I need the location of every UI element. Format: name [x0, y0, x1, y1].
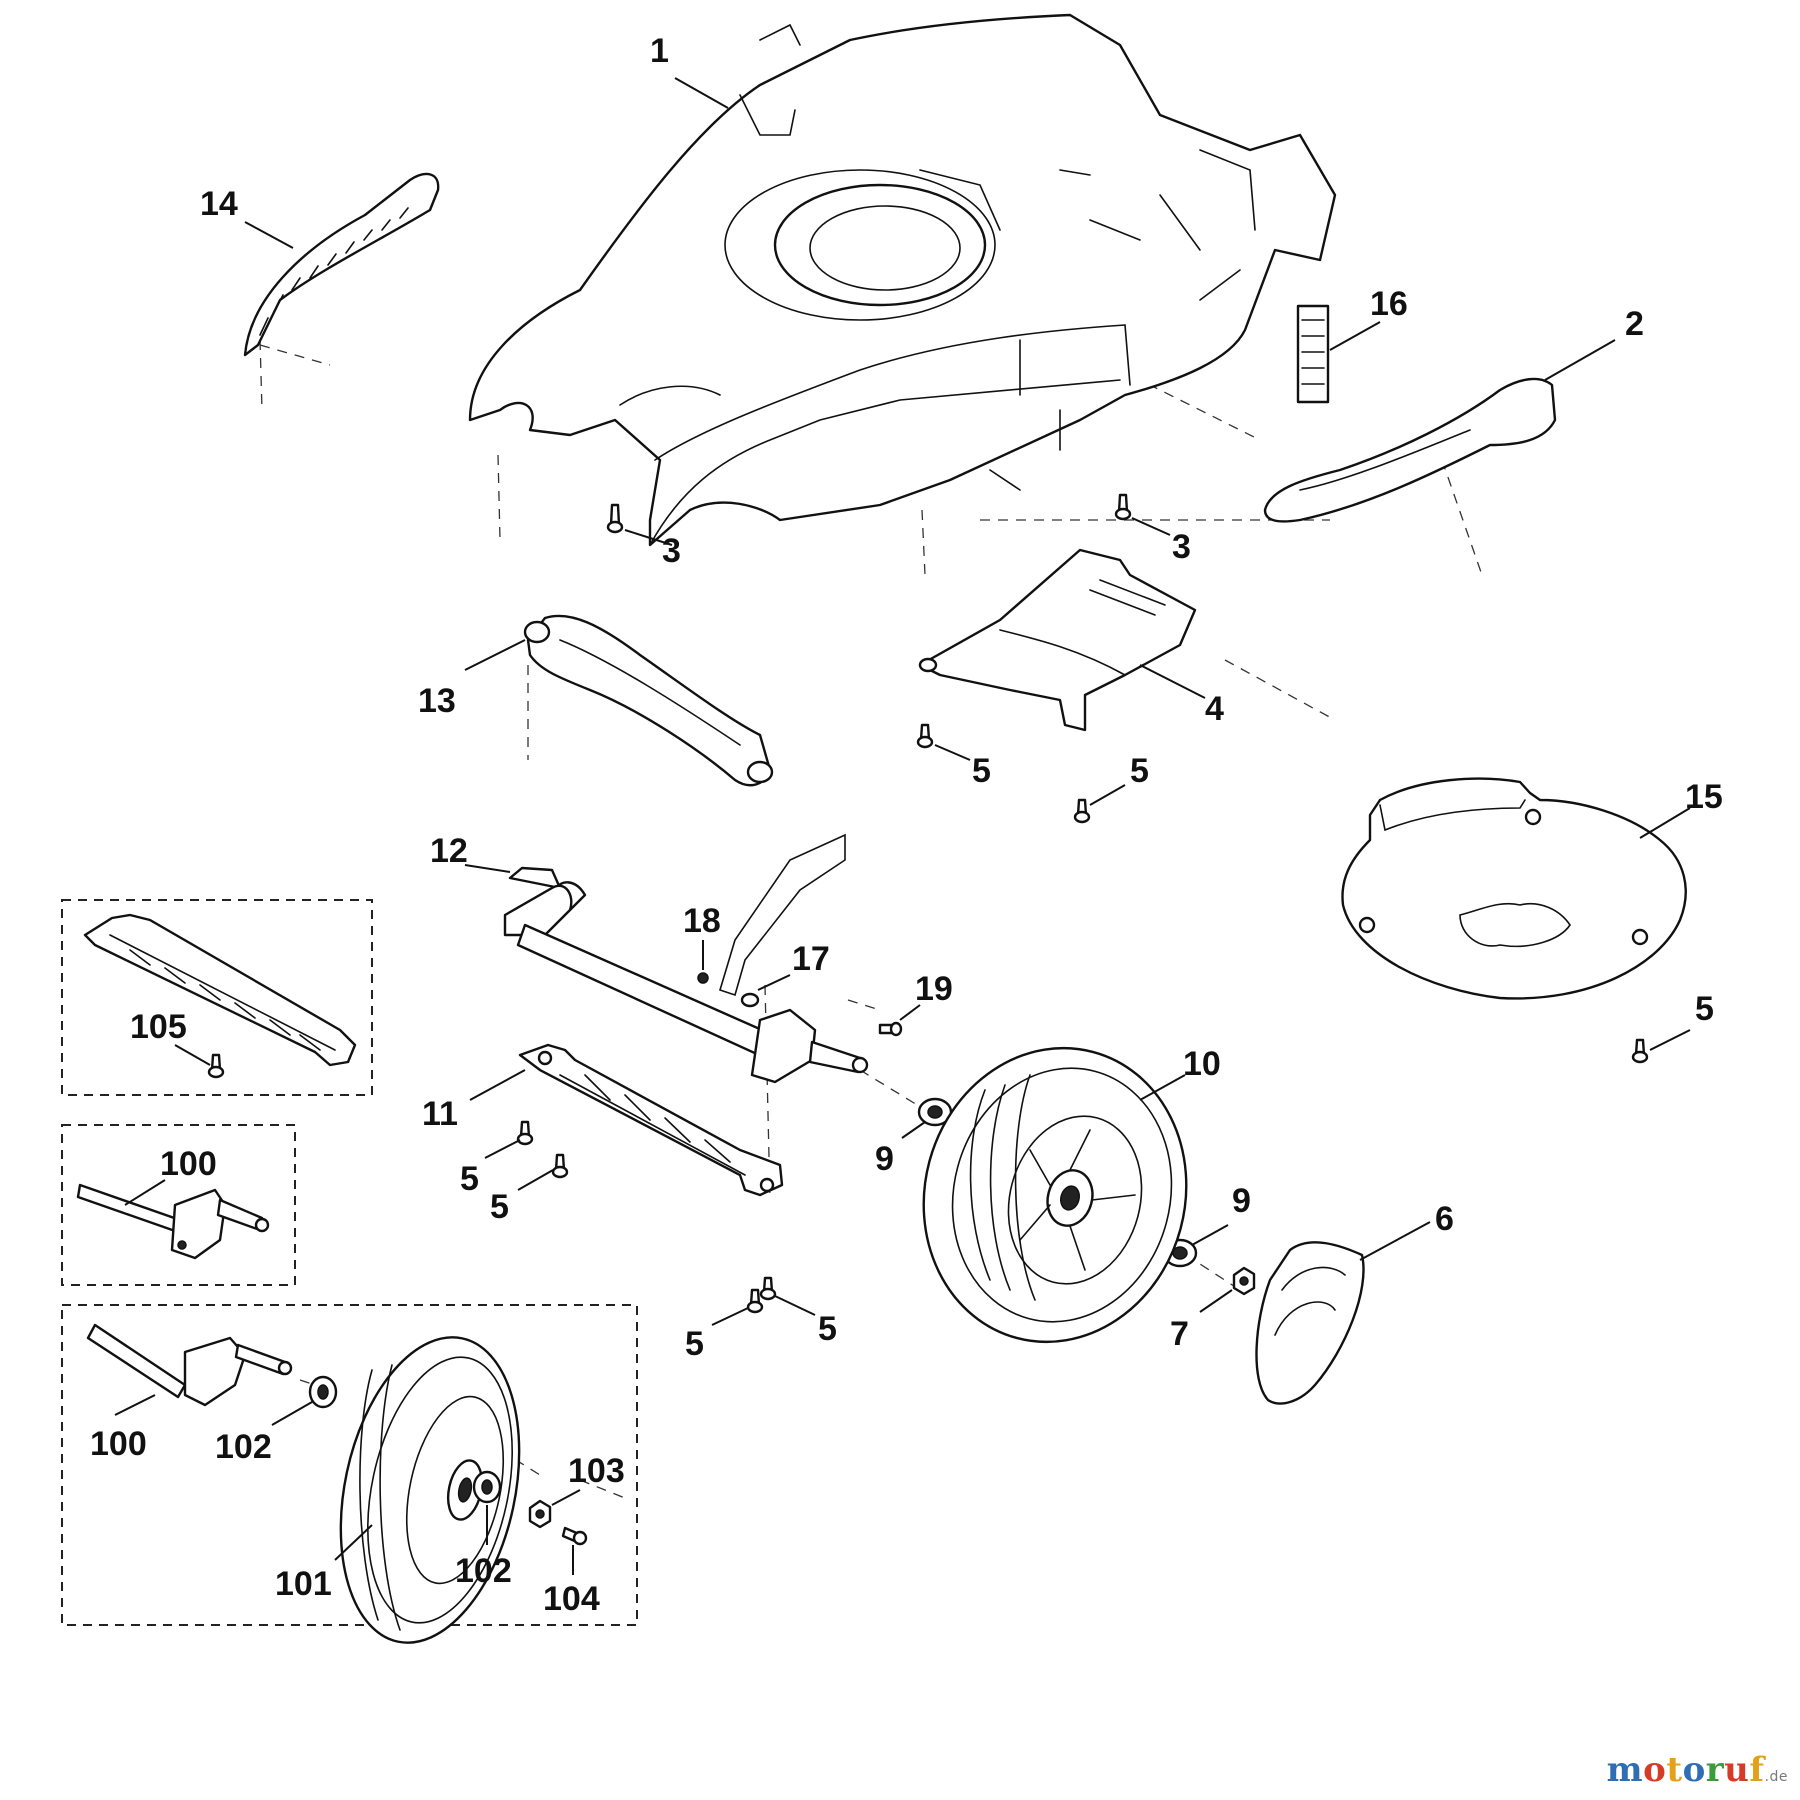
screw-part-5d — [516, 1120, 534, 1146]
callout-10: 10 — [1183, 1045, 1221, 1083]
watermark-letter-5: r — [1705, 1750, 1725, 1790]
callout-3a: 3 — [662, 532, 681, 570]
callout-5c: 5 — [1695, 990, 1714, 1028]
wheel-part-10 — [922, 1046, 1188, 1344]
callout-102b: 102 — [455, 1552, 512, 1590]
callout-102a: 102 — [215, 1428, 272, 1466]
callout-100b: 100 — [90, 1425, 147, 1463]
nut-part-7 — [1232, 1266, 1256, 1296]
link-part-17 — [719, 833, 846, 1008]
motoruf-watermark: motoruf.de — [1607, 1750, 1788, 1790]
callout-5d: 5 — [460, 1160, 479, 1198]
screw-part-105 — [207, 1053, 225, 1079]
callout-100a: 100 — [160, 1145, 217, 1183]
screw-part-5b — [1073, 798, 1091, 824]
axle-part-100a — [76, 1183, 270, 1260]
callout-6: 6 — [1435, 1200, 1454, 1238]
screw-part-5e — [551, 1153, 569, 1179]
screw-part-5a — [916, 723, 934, 749]
chute-plate-part-4 — [918, 548, 1197, 732]
callout-3b: 3 — [1172, 528, 1191, 566]
wheel-part-101 — [339, 1336, 521, 1644]
bumper-part-2 — [1263, 377, 1557, 523]
watermark-letter-4: o — [1682, 1750, 1706, 1790]
watermark-domain: .de — [1764, 1769, 1788, 1785]
rear-flap-part-13 — [523, 614, 774, 787]
callout-5g: 5 — [818, 1310, 837, 1348]
callout-5f: 5 — [685, 1325, 704, 1363]
callout-15: 15 — [1685, 778, 1723, 816]
callout-104: 104 — [543, 1580, 600, 1618]
nut-part-103 — [528, 1499, 552, 1529]
callout-2: 2 — [1625, 305, 1644, 343]
watermark-letter-6: u — [1724, 1750, 1750, 1790]
callout-101: 101 — [275, 1565, 332, 1603]
callout-7: 7 — [1170, 1315, 1189, 1353]
callout-1: 1 — [650, 32, 669, 70]
watermark-letter-2: o — [1643, 1750, 1667, 1790]
callout-105: 105 — [130, 1008, 187, 1046]
callout-5a: 5 — [972, 752, 991, 790]
deck-part-1 — [468, 13, 1337, 547]
screw-part-5g — [759, 1276, 777, 1301]
bearing-part-102a — [308, 1375, 338, 1409]
callout-18: 18 — [683, 902, 721, 940]
callout-5e: 5 — [490, 1188, 509, 1226]
callout-14: 14 — [200, 185, 238, 223]
screw-part-5c — [1631, 1038, 1649, 1064]
callout-17: 17 — [792, 940, 830, 978]
axle-part-12 — [503, 866, 869, 1084]
callout-9b: 9 — [1232, 1182, 1251, 1220]
strip-part-105 — [83, 913, 357, 1067]
hubcap-part-6 — [1255, 1241, 1365, 1405]
label-part-16 — [1296, 304, 1330, 404]
variant-box-105 — [61, 899, 373, 1096]
screw-part-3a — [606, 503, 624, 534]
axle-part-100b — [86, 1323, 293, 1407]
callout-103: 103 — [568, 1452, 625, 1490]
nut-part-18 — [697, 972, 709, 984]
side-strip-part-14 — [243, 172, 440, 357]
watermark-letter-1: m — [1606, 1750, 1644, 1790]
screw-part-19 — [878, 1021, 903, 1037]
variant-box-100 — [61, 1124, 296, 1286]
callout-19: 19 — [915, 970, 953, 1008]
callout-12: 12 — [430, 832, 468, 870]
base-plate-part-15 — [1341, 777, 1687, 1000]
screw-part-104 — [561, 1526, 588, 1546]
callout-16: 16 — [1370, 285, 1408, 323]
screw-part-3b — [1114, 493, 1132, 521]
watermark-letter-3: t — [1666, 1750, 1683, 1790]
callout-13: 13 — [418, 682, 456, 720]
bearing-part-102b — [472, 1470, 502, 1504]
callout-11: 11 — [422, 1095, 458, 1133]
screw-part-5f — [746, 1288, 764, 1314]
callout-4: 4 — [1205, 690, 1224, 728]
bracket-part-11 — [518, 1043, 784, 1197]
callout-9a: 9 — [875, 1140, 894, 1178]
watermark-letter-7: f — [1749, 1750, 1765, 1790]
callout-5b: 5 — [1130, 752, 1149, 790]
